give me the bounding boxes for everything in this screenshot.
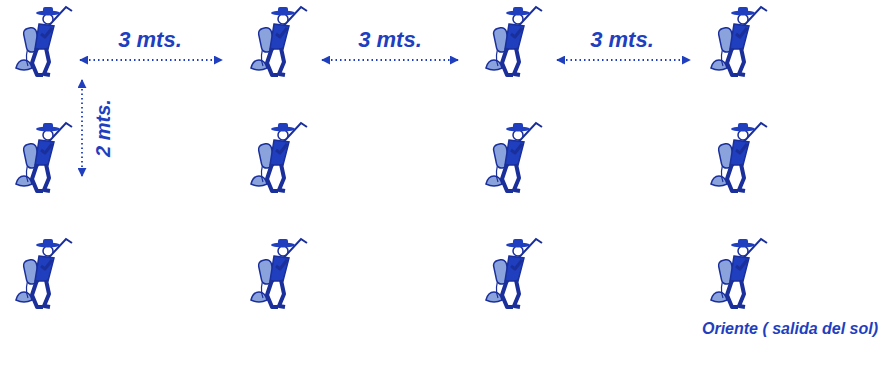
dimension-label: 2 mts. (92, 99, 114, 157)
dimension-arrows (80, 60, 690, 176)
dimension-label: 3 mts. (118, 28, 182, 52)
dimension-label: 3 mts. (358, 28, 422, 52)
direction-label: Oriente ( salida del sol) (702, 320, 878, 338)
worker-figures (16, 7, 767, 307)
dimension-label: 3 mts. (590, 28, 654, 52)
